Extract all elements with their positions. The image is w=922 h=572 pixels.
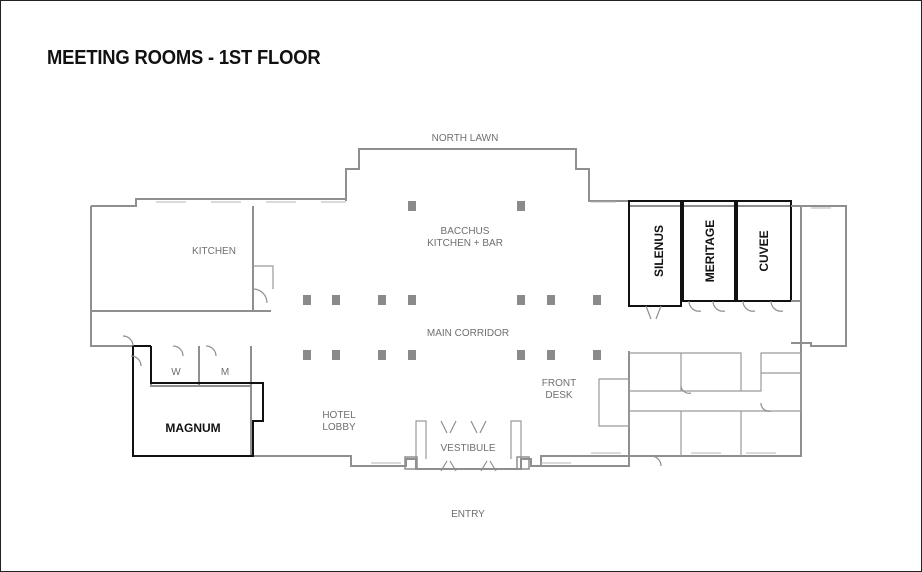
north-lawn-label: NORTH LAWN	[432, 133, 499, 144]
east-office-rooms	[598, 352, 802, 456]
hotel-lobby-sublabel: LOBBY	[322, 422, 356, 433]
magnum-room-outline	[132, 346, 264, 457]
silenus-room-label[interactable]: SILENUS	[652, 225, 666, 277]
cuvee-room-label[interactable]: CUVEE	[757, 230, 771, 271]
entry-label: ENTRY	[451, 509, 485, 520]
kitchen-outline	[90, 206, 254, 312]
meritage-room-label[interactable]: MERITAGE	[703, 220, 717, 282]
silenus-room-outline	[628, 200, 682, 307]
restroom-m-label: M	[221, 367, 229, 378]
kitchen-label: KITCHEN	[192, 246, 236, 257]
hotel-lobby-label: HOTEL	[322, 410, 356, 421]
main-corridor-label: MAIN CORRIDOR	[427, 328, 509, 339]
restroom-w-label: W	[171, 367, 181, 378]
magnum-room-label[interactable]: MAGNUM	[165, 421, 220, 435]
page-title: MEETING ROOMS - 1ST FLOOR	[47, 47, 321, 69]
front-desk-sublabel: DESK	[545, 390, 573, 401]
structural-columns	[303, 201, 601, 360]
front-desk-label: FRONT	[542, 378, 576, 389]
vestibule-label: VESTIBULE	[440, 443, 495, 454]
meritage-room-outline	[682, 200, 736, 302]
vestibule-outline	[415, 420, 522, 459]
bacchus-label: BACCHUS	[441, 226, 490, 237]
bacchus-sublabel: KITCHEN + BAR	[427, 238, 503, 249]
building-outline	[90, 148, 847, 467]
restroom-outline	[150, 346, 252, 387]
